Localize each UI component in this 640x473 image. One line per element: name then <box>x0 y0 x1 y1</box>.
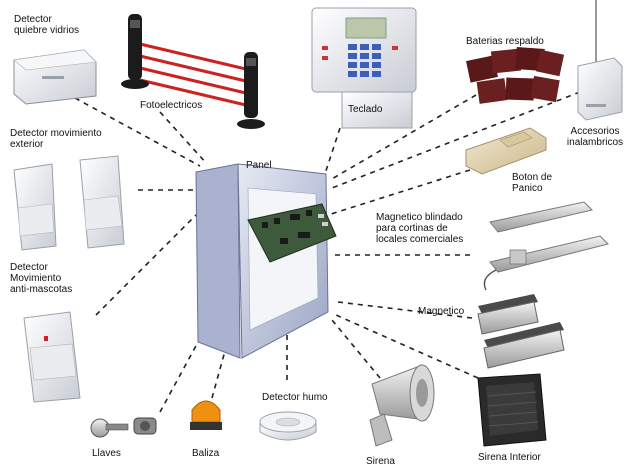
label-outdoor-motion-detector: Detector movimiento exterior <box>10 128 102 150</box>
label-indoor-siren: Sirena Interior <box>478 452 541 463</box>
photoelectric-beam-icon <box>121 14 265 129</box>
label-wireless-accessories: Accesorios inalambricos <box>566 126 624 148</box>
wireless-receiver-icon <box>577 0 623 121</box>
armored-magnetic-contact-icon <box>483 201 609 291</box>
magnetic-contact-icon <box>477 294 565 369</box>
glass-break-detector-icon <box>13 49 97 105</box>
label-panel: Panel <box>246 160 272 171</box>
label-pet-immune-motion-detector: Detector Movimiento anti-mascotas <box>10 262 73 295</box>
label-glass-break-detector: Detector quiebre vidrios <box>14 14 80 36</box>
indoor-siren-icon <box>477 373 547 447</box>
label-siren: Sirena <box>366 456 395 467</box>
pet-immune-motion-detector-icon <box>23 311 81 403</box>
label-keypad: Teclado <box>348 104 383 115</box>
label-panic-button: Boton de Panico <box>512 172 553 194</box>
keypad-icon <box>311 7 417 129</box>
battery-pack-icon <box>466 47 565 104</box>
label-smoke-detector: Detector humo <box>262 392 328 403</box>
connector-lines <box>74 91 581 413</box>
outdoor-motion-detector-icon <box>13 155 125 251</box>
label-magnetic: Magnetico <box>418 306 465 317</box>
beacon-light-icon <box>190 400 222 430</box>
label-beacon: Baliza <box>192 448 220 459</box>
label-backup-batteries: Baterias respaldo <box>466 36 544 47</box>
horn-siren-icon <box>369 364 435 447</box>
label-armored-magnetic: Magnetico blindado para cortinas de loca… <box>376 212 464 245</box>
key-switch-icon <box>90 417 157 438</box>
label-photoelectric: Fotoelectricos <box>140 100 203 111</box>
panic-button-icon <box>465 127 547 175</box>
control-panel-icon <box>195 163 337 359</box>
smoke-detector-icon <box>259 411 317 441</box>
label-keys: Llaves <box>92 448 121 459</box>
